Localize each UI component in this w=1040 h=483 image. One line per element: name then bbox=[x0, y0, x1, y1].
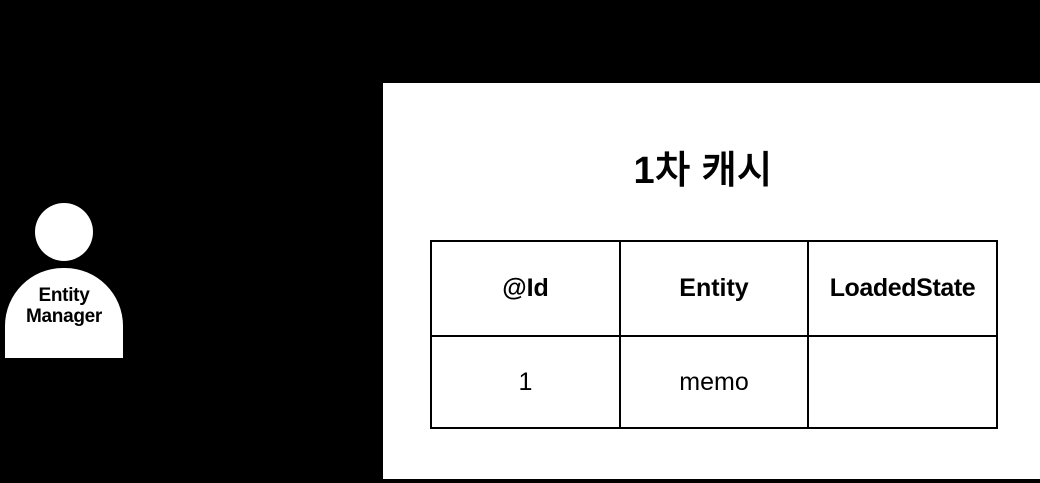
column-header-loadedstate: LoadedState bbox=[807, 240, 998, 337]
cell-entity: memo bbox=[619, 335, 809, 429]
column-header-entity: Entity bbox=[619, 240, 809, 337]
actor-label: Entity Manager bbox=[25, 285, 103, 328]
table-row: 1 memo bbox=[430, 335, 998, 429]
cell-id: 1 bbox=[430, 335, 621, 429]
column-header-id: @Id bbox=[430, 240, 621, 337]
entity-manager-actor: Entity Manager bbox=[0, 195, 130, 363]
cache-title: 1차 캐시 bbox=[633, 150, 773, 192]
table-header-row: @Id Entity LoadedState bbox=[430, 240, 998, 337]
cache-panel: 1차 캐시 @Id Entity LoadedState 1 memo bbox=[383, 83, 1040, 479]
cell-loadedstate bbox=[807, 335, 998, 429]
actor-body-icon: Entity Manager bbox=[5, 268, 123, 358]
cache-table: @Id Entity LoadedState 1 memo bbox=[430, 240, 998, 429]
actor-head-icon bbox=[35, 203, 93, 261]
